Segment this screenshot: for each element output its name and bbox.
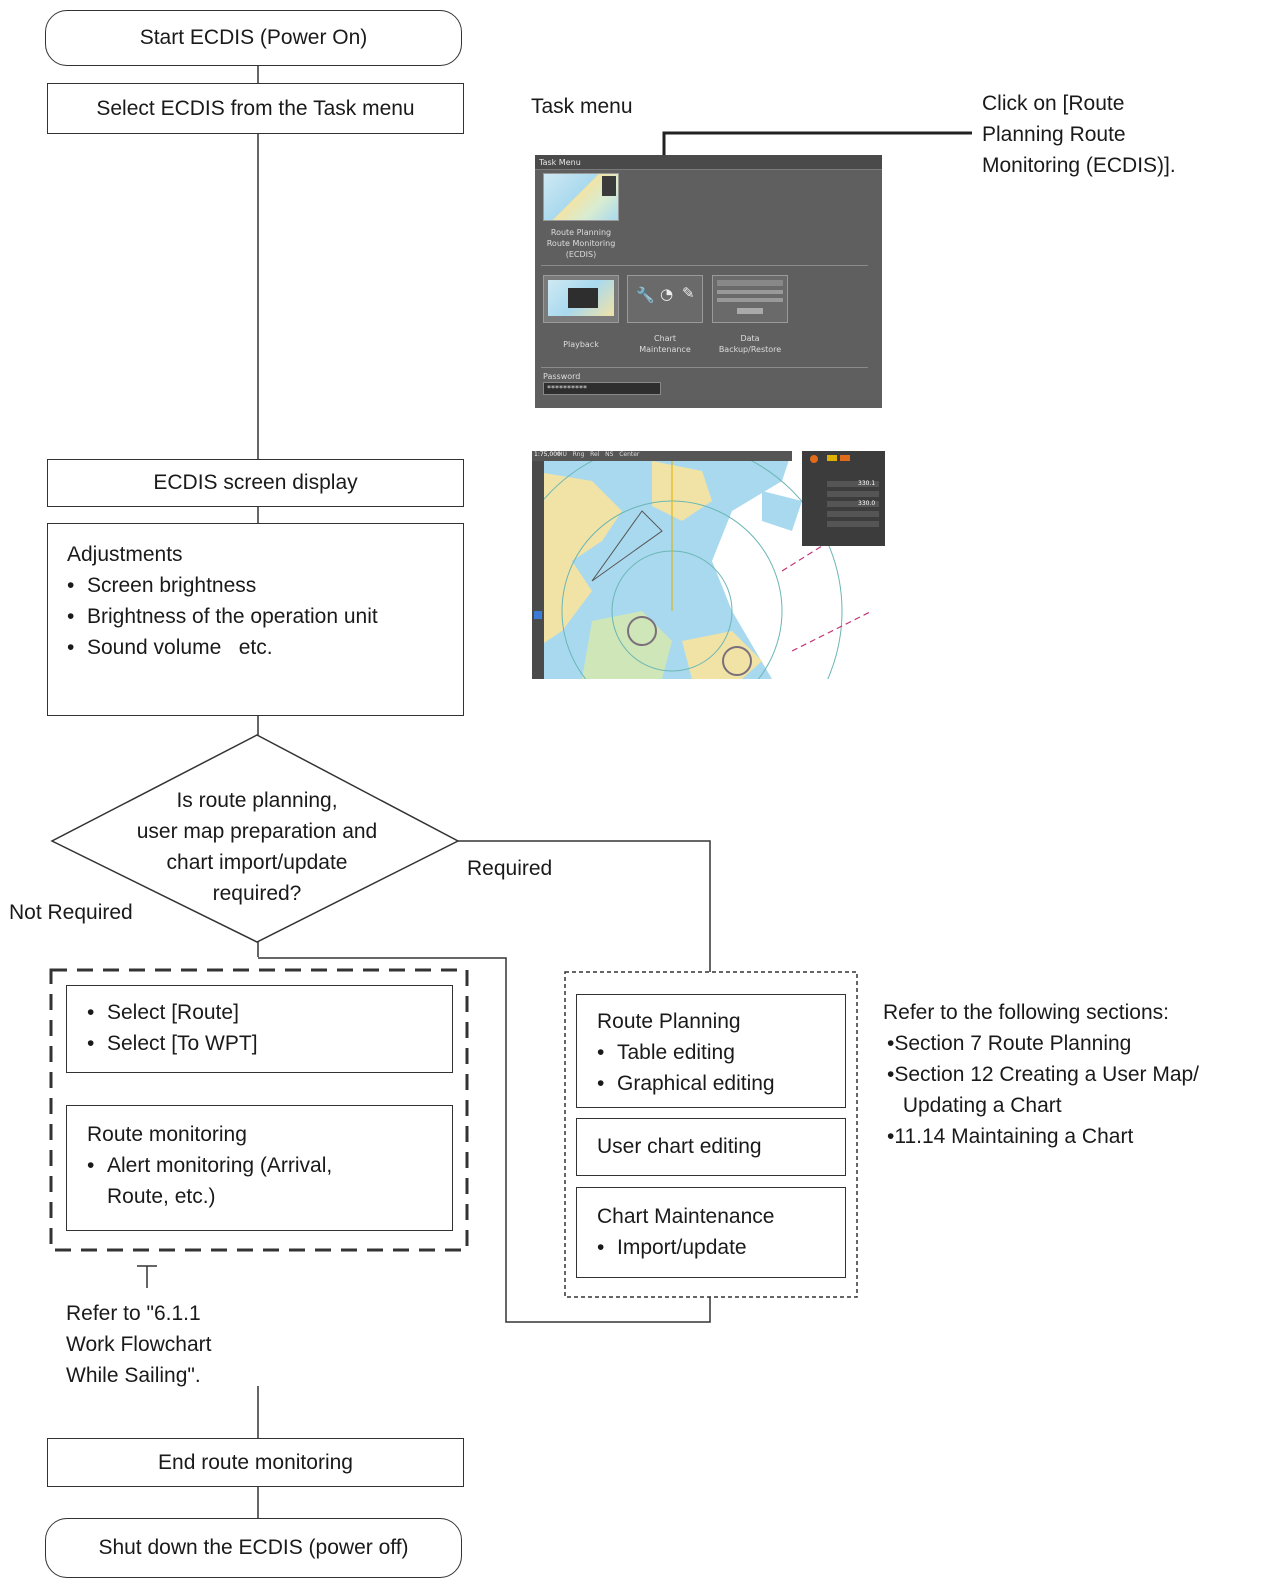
chart-maint-line: Maintenance — [639, 345, 691, 354]
refer-sailing-note: Refer to "6.1.1 Work Flowchart While Sai… — [66, 1298, 211, 1391]
refer-section-item: •11.14 Maintaining a Chart — [887, 1125, 1134, 1148]
scale-readout: 1:75,000 — [534, 451, 561, 458]
adjust-item: Brightness of the operation unit — [67, 601, 378, 632]
ecdis-thumbnail[interactable] — [543, 173, 619, 221]
callout-text: Click on [Route Planning Route Monitorin… — [982, 88, 1176, 181]
adjust-item: Screen brightness — [67, 570, 378, 601]
start-label: Start ECDIS (Power On) — [139, 26, 368, 49]
pen-icon: ✎ — [682, 284, 695, 302]
not-required-label: Not Required — [9, 901, 133, 924]
data-backup-line: Data — [740, 334, 760, 343]
callout-line: Planning Route — [982, 123, 1126, 146]
select-item: Select [Route] — [87, 997, 258, 1028]
adjustments-text: Adjustments Screen brightness Brightness… — [67, 539, 378, 663]
data-backup-line: Backup/Restore — [718, 345, 782, 354]
data-backup-thumbnail[interactable] — [712, 275, 788, 323]
playback-thumbnail[interactable] — [543, 275, 619, 323]
refer-section-item: •Section 7 Route Planning — [887, 1032, 1132, 1055]
data-backup-label[interactable]: Data Backup/Restore — [705, 333, 795, 355]
toolbar-item[interactable]: Rng — [572, 451, 585, 458]
select-item: Select [To WPT] — [87, 1028, 258, 1059]
callout-line: Monitoring (ECDIS)]. — [982, 154, 1176, 177]
screen-display-box: ECDIS screen display — [47, 459, 464, 507]
callout-line: Click on [Route — [982, 92, 1125, 115]
playback-label[interactable]: Playback — [563, 340, 599, 349]
monitor-title: Route monitoring — [87, 1123, 247, 1146]
decision-line: Is route planning, — [176, 789, 338, 812]
decision-line: required? — [212, 882, 302, 905]
route-planning-item: Table editing — [597, 1037, 775, 1068]
ecdis-toolbar: HU Rng Rel NS Center — [558, 451, 639, 458]
refer-section-item: •Section 12 Creating a User Map/ — [887, 1063, 1200, 1086]
route-planning-text: Route Planning Table editing Graphical e… — [597, 1006, 775, 1099]
chart-maint-item: Import/update — [597, 1232, 774, 1263]
refer-line: While Sailing". — [66, 1364, 201, 1387]
ecdis-label-line: Route Monitoring — [546, 239, 616, 248]
ecdis-label-line: (ECDIS) — [565, 250, 597, 259]
sog-readout: 330.1 — [858, 480, 876, 487]
user-chart-box: User chart editing — [576, 1118, 846, 1176]
shutdown-label: Shut down the ECDIS (power off) — [98, 1536, 409, 1559]
adjustments-title: Adjustments — [67, 543, 183, 566]
decision-line: chart import/update — [166, 851, 348, 874]
user-chart-label: User chart editing — [597, 1135, 762, 1158]
ecdis-screen-thumbnail: 1:75,000 HU Rng Rel NS Center 330.1 330.… — [532, 451, 885, 679]
select-ecdis-box: Select ECDIS from the Task menu — [47, 83, 464, 134]
adjust-item: Sound volume etc. — [67, 632, 378, 663]
route-planning-item: Graphical editing — [597, 1068, 775, 1099]
select-route-text: Select [Route] Select [To WPT] — [87, 997, 258, 1059]
cog-readout: 330.0 — [858, 500, 876, 507]
select-ecdis-label: Select ECDIS from the Task menu — [96, 96, 415, 120]
ecdis-chart-art — [532, 451, 885, 679]
divider — [541, 265, 868, 266]
task-menu-caption: Task menu — [531, 95, 633, 118]
wrench-icon: 🔧 — [636, 286, 655, 304]
dotted-group-editing — [564, 971, 858, 1298]
chart-maint-line: Chart — [654, 334, 676, 343]
monitor-item: Alert monitoring (Arrival, — [87, 1150, 332, 1181]
decision-diamond — [50, 734, 460, 943]
toolbar-item[interactable]: HU — [558, 451, 567, 458]
gauge-icon: ◔ — [660, 285, 674, 303]
chart-maintenance-text: Chart Maintenance Import/update — [597, 1201, 774, 1263]
refer-line: Work Flowchart — [66, 1333, 212, 1356]
ecdis-label-line: Route Planning — [550, 228, 612, 237]
shutdown-terminator: Shut down the ECDIS (power off) — [45, 1518, 462, 1578]
toolbar-item[interactable]: Rel — [590, 451, 600, 458]
decision-line: user map preparation and — [136, 820, 378, 843]
refer-sections-title: Refer to the following sections: — [883, 1001, 1169, 1024]
refer-sections-note: Refer to the following sections: •Sectio… — [883, 997, 1199, 1152]
toolbar-item[interactable]: NS — [605, 451, 614, 458]
chart-maintenance-label[interactable]: Chart Maintenance — [621, 333, 709, 355]
refer-line: Refer to "6.1.1 — [66, 1302, 201, 1325]
refer-section-item: Updating a Chart — [897, 1094, 1062, 1117]
required-label: Required — [467, 857, 553, 880]
chart-maint-title: Chart Maintenance — [597, 1205, 775, 1228]
start-terminator: Start ECDIS (Power On) — [45, 10, 462, 66]
dashed-group-route-monitoring — [49, 968, 469, 1252]
route-planning-title: Route Planning — [597, 1010, 741, 1033]
ecdis-launch-label[interactable]: Route Planning Route Monitoring (ECDIS) — [535, 227, 627, 260]
screen-display-label: ECDIS screen display — [153, 471, 358, 494]
divider — [541, 367, 868, 368]
chart-maintenance-thumbnail[interactable]: 🔧 ◔ ✎ — [627, 275, 703, 323]
toolbar-item[interactable]: Center — [619, 451, 640, 458]
monitor-item-cont: Route, etc.) — [107, 1185, 216, 1208]
task-menu-window: Task Menu Route Planning Route Monitorin… — [535, 155, 882, 408]
end-label: End route monitoring — [158, 1450, 353, 1474]
decision-text: Is route planning, user map preparation … — [107, 785, 407, 909]
password-label: Password — [543, 372, 581, 381]
end-monitoring-box: End route monitoring — [47, 1438, 464, 1487]
route-monitoring-text: Route monitoring Alert monitoring (Arriv… — [87, 1119, 332, 1212]
password-field[interactable]: ********** — [543, 382, 661, 395]
task-menu-titlebar: Task Menu — [535, 155, 882, 170]
